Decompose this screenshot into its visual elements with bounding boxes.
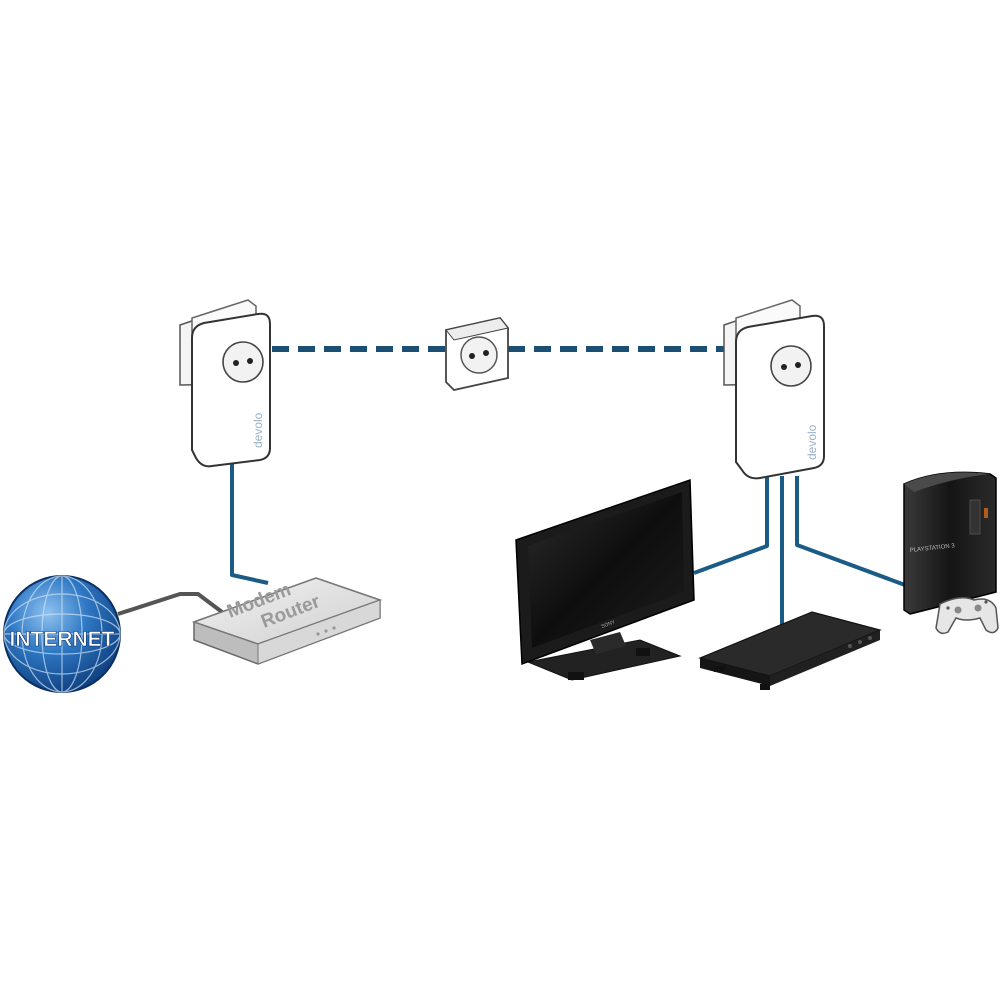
tv-screen — [528, 492, 684, 648]
game-console: PLAYSTATION 3 — [903, 471, 997, 615]
modem-router: Modem Router — [191, 577, 383, 665]
game-controller — [935, 597, 999, 635]
powerline-adapter-right: devolo — [723, 299, 825, 480]
set-top-box — [698, 611, 882, 690]
adapter-router-cable — [230, 462, 269, 585]
console-brand: PLAYSTATION 3 — [910, 543, 956, 554]
powerline-adapter-left: devolo — [179, 299, 271, 468]
adapter-tv-cable — [693, 476, 769, 575]
globe-grid — [3, 575, 121, 693]
ethernet-cables — [117, 462, 906, 640]
adapter-brand-label: devolo — [251, 412, 265, 448]
socket-face — [770, 345, 812, 387]
adapter-brand-label: devolo — [805, 424, 819, 460]
adapter-console-cable — [795, 476, 906, 587]
tv-brand: SONY — [601, 619, 617, 630]
internet-cable — [117, 592, 224, 616]
internet-label: INTERNET — [10, 628, 115, 651]
router-leds — [316, 626, 336, 636]
socket-face — [222, 341, 264, 383]
television: SONY — [515, 478, 695, 681]
wall-socket — [445, 316, 509, 391]
internet-globe: INTERNET — [3, 575, 121, 693]
